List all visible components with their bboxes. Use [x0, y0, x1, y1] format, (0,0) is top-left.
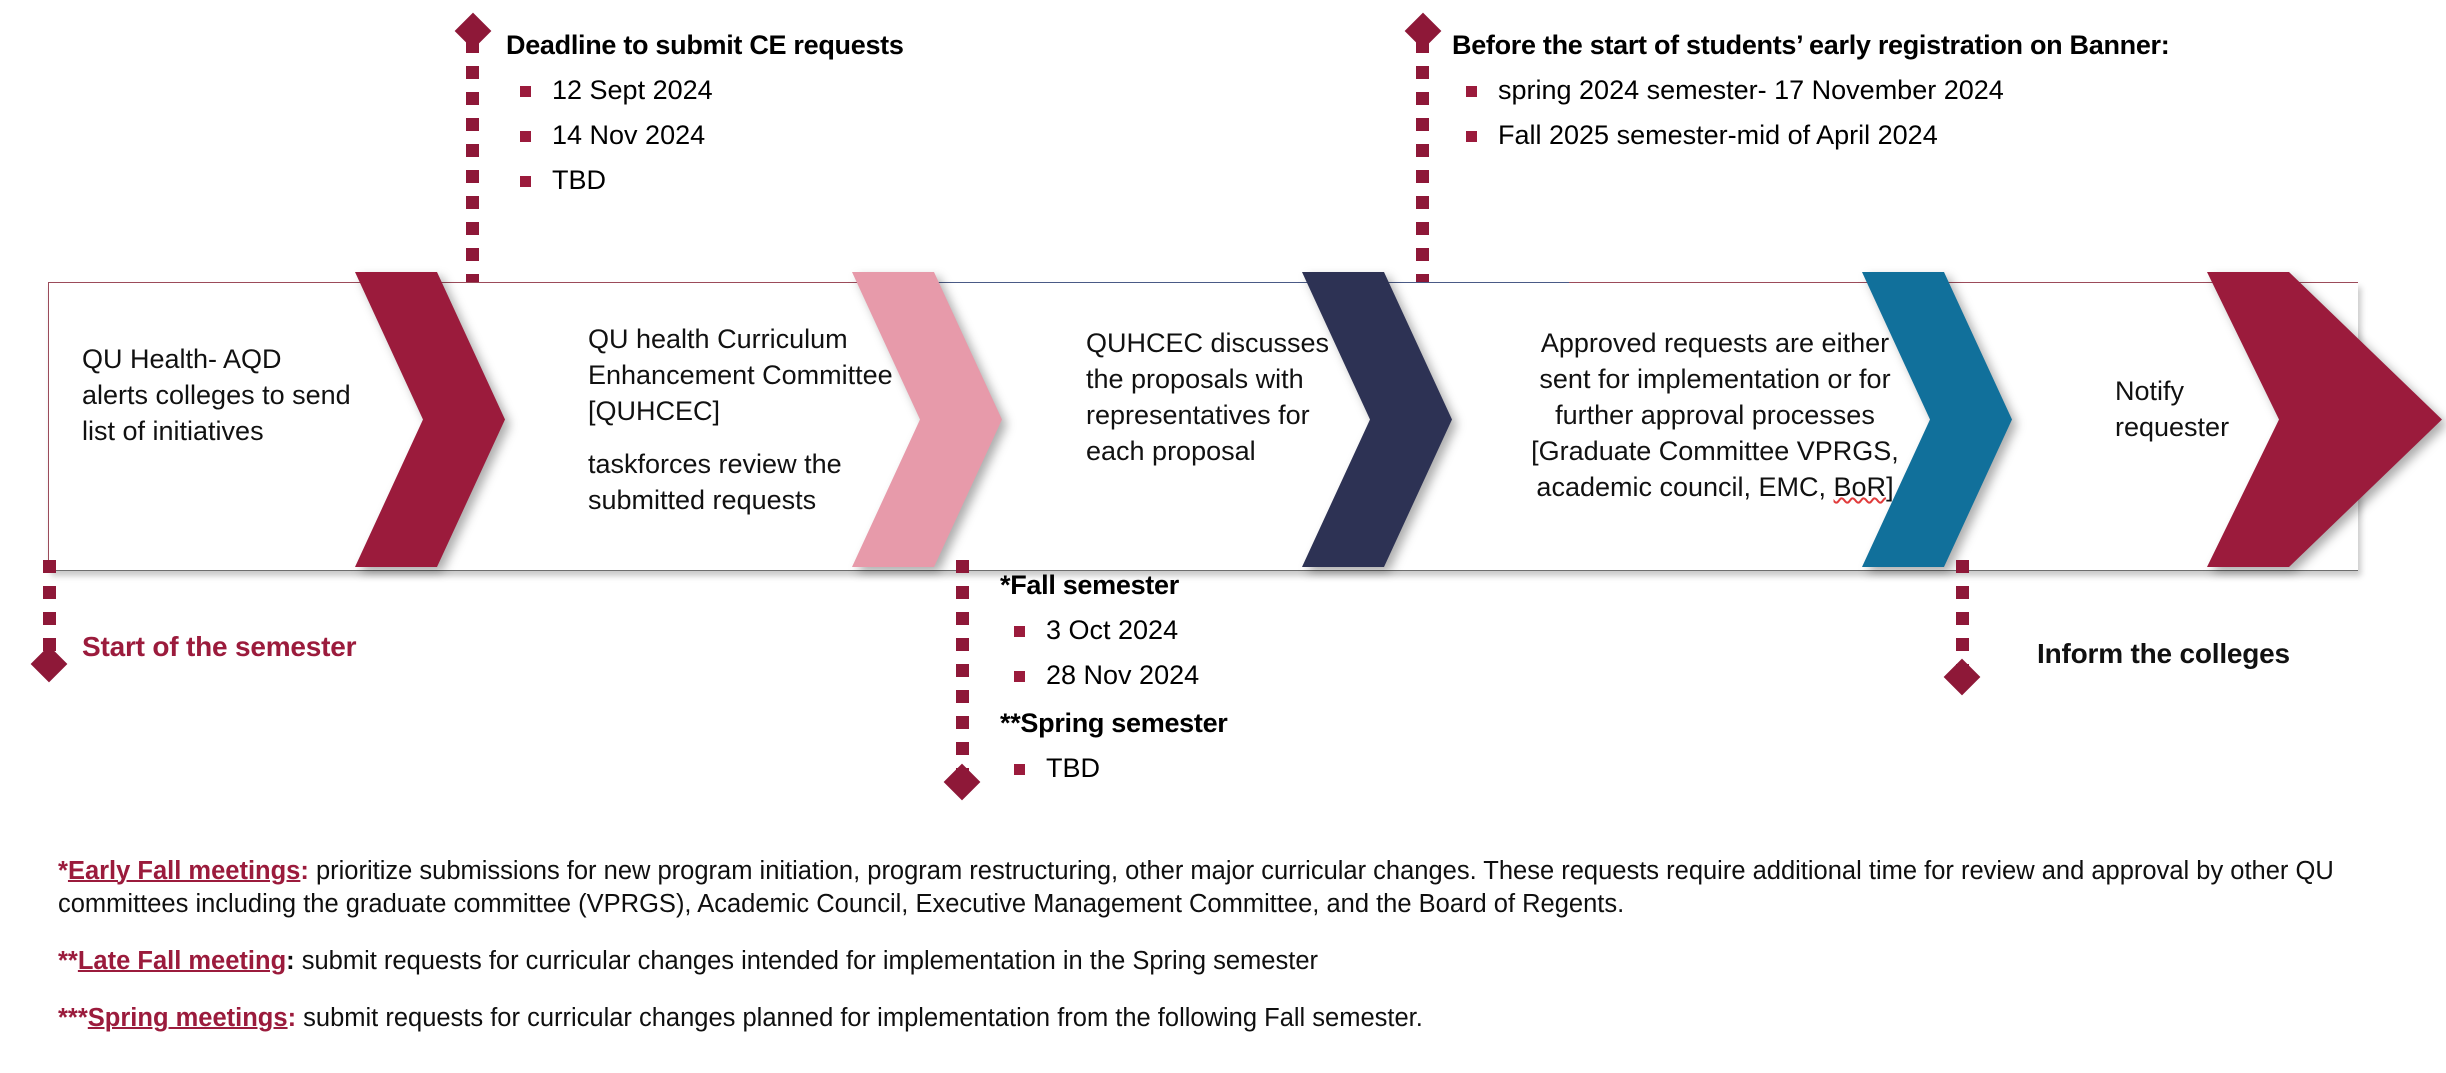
footnote-2-label: Late Fall meeting — [77, 947, 287, 975]
step-3-text: QUHCEC discusses the proposals with repr… — [1086, 325, 1348, 469]
step-2-line-2: taskforces review the submitted requests — [588, 449, 842, 515]
callout-spring-title: **Spring semester — [1000, 708, 1228, 738]
step-2-line-1: QU health Curriculum Enhancement Committ… — [588, 324, 893, 426]
footnote-1-lead: *Early Fall meetings: — [58, 857, 309, 885]
footnote-1-colon: : — [300, 857, 309, 885]
footnote-1-body: prioritize submissions for new program i… — [58, 857, 2334, 918]
callout-fall-list: 3 Oct 2024 28 Nov 2024 — [1000, 608, 1228, 698]
milestone-diamond-inform — [1943, 658, 1981, 696]
step-2-text: QU health Curriculum Enhancement Committ… — [588, 321, 908, 518]
list-item: 3 Oct 2024 — [1000, 608, 1228, 653]
callout-fall-spring: *Fall semester 3 Oct 2024 28 Nov 2024 **… — [1000, 568, 1228, 791]
footnote-2: **Late Fall meeting: submit requests for… — [58, 945, 2398, 978]
list-item: TBD — [506, 158, 904, 203]
band-divider — [869, 281, 1569, 283]
chevron-4-teal — [1862, 272, 2012, 567]
milestone-diamond-start — [30, 645, 68, 683]
callout-banner: Before the start of students’ early regi… — [1452, 28, 2170, 158]
callout-banner-list: spring 2024 semester- 17 November 2024 F… — [1452, 68, 2169, 158]
connector-line-fallspring — [956, 560, 969, 785]
list-item: Fall 2025 semester-mid of April 2024 — [1452, 113, 2169, 158]
footnote-2-colon: : — [286, 947, 295, 975]
connector-line-banner — [1416, 40, 1429, 288]
step-3-line-1: QUHCEC discusses the proposals with repr… — [1086, 328, 1330, 466]
connector-line-deadline — [466, 40, 479, 288]
list-item: TBD — [1000, 746, 1228, 791]
list-item: 28 Nov 2024 — [1000, 653, 1228, 698]
footnote-3-label: Spring meetings — [87, 1004, 288, 1032]
list-item: 14 Nov 2024 — [506, 113, 904, 158]
chevron-1-maroon — [355, 272, 505, 567]
step-5-text: Notify requester — [2115, 373, 2285, 445]
footnote-1: *Early Fall meetings: prioritize submiss… — [58, 855, 2398, 921]
step-4-bracket: ] — [1886, 472, 1894, 502]
step-4-text: Approved requests are either sent for im… — [1520, 325, 1910, 505]
chevron-5-maroon-end — [2207, 272, 2442, 567]
callout-deadline: Deadline to submit CE requests 12 Sept 2… — [506, 28, 904, 203]
footnote-2-lead: **Late Fall meeting — [58, 947, 286, 975]
step-4-bor: BoR — [1833, 472, 1887, 502]
callout-deadline-list: 12 Sept 2024 14 Nov 2024 TBD — [506, 68, 904, 203]
footnote-3: ***Spring meetings: submit requests for … — [58, 1002, 2398, 1035]
footnote-3-colon: : — [287, 1004, 297, 1032]
step-1-line-1: QU Health- AQD alerts colleges to send l… — [82, 344, 351, 446]
callout-spring-list: TBD — [1000, 746, 1228, 791]
step-4-body: Approved requests are either sent for im… — [1531, 328, 1899, 502]
milestone-diamond-fallspring — [943, 763, 981, 801]
footnote-2-body: submit requests for curricular changes i… — [294, 947, 1318, 975]
footnotes: *Early Fall meetings: prioritize submiss… — [58, 855, 2398, 1059]
chevron-2-pink — [852, 272, 1002, 567]
footnote-1-marker: * — [58, 857, 68, 885]
callout-banner-title: Before the start of students’ early regi… — [1452, 30, 2170, 60]
connector-line-inform — [1956, 560, 1969, 680]
list-item: spring 2024 semester- 17 November 2024 — [1452, 68, 2169, 113]
step-5-line-1: Notify requester — [2115, 376, 2230, 442]
label-inform-the-colleges: Inform the colleges — [2037, 638, 2290, 669]
label-start-of-semester: Start of the semester — [82, 631, 357, 662]
step-1-text: QU Health- AQD alerts colleges to send l… — [82, 341, 352, 449]
step-4-line-1: Approved requests are either sent for im… — [1520, 325, 1910, 505]
footnote-3-marker: *** — [58, 1004, 88, 1032]
footnote-1-label: Early Fall meetings — [67, 857, 301, 885]
chevron-3-navy — [1302, 272, 1452, 567]
callout-fall-title: *Fall semester — [1000, 570, 1179, 600]
footnote-2-marker: ** — [58, 947, 78, 975]
list-item: 12 Sept 2024 — [506, 68, 904, 113]
footnote-3-body: submit requests for curricular changes p… — [296, 1004, 1423, 1032]
callout-deadline-title: Deadline to submit CE requests — [506, 30, 904, 60]
connector-line-start — [43, 560, 56, 670]
footnote-3-lead: ***Spring meetings: — [58, 1004, 296, 1032]
